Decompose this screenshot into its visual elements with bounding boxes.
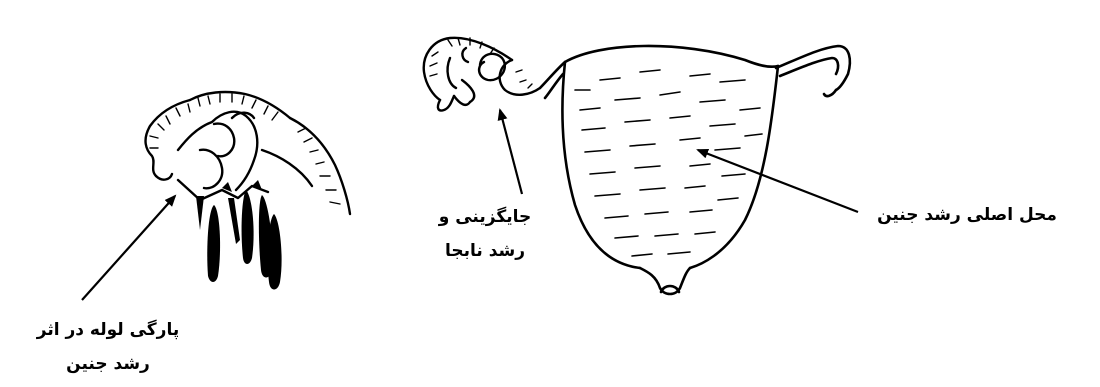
- main-site-label-text: محل اصلی رشد جنین: [862, 198, 1072, 232]
- ectopic-label-line2: رشد نابجا: [410, 234, 560, 268]
- rupture-label-line2: رشد جنین: [0, 347, 216, 381]
- main-site-label: محل اصلی رشد جنین: [862, 198, 1072, 232]
- ectopic-label-line1: جایگزینی و: [410, 200, 560, 234]
- arrow-ectopic: [500, 110, 522, 194]
- arrow-rupture: [82, 196, 175, 300]
- ectopic-tube-illustration: [424, 38, 540, 111]
- ectopic-label: جایگزینی و رشد نابجا: [410, 200, 560, 268]
- rupture-label: پارگی لوله در اثر رشد جنین: [0, 313, 216, 381]
- arrow-main: [698, 150, 858, 212]
- rupture-label-line1: پارگی لوله در اثر: [0, 313, 216, 347]
- uterus-illustration: [540, 46, 850, 294]
